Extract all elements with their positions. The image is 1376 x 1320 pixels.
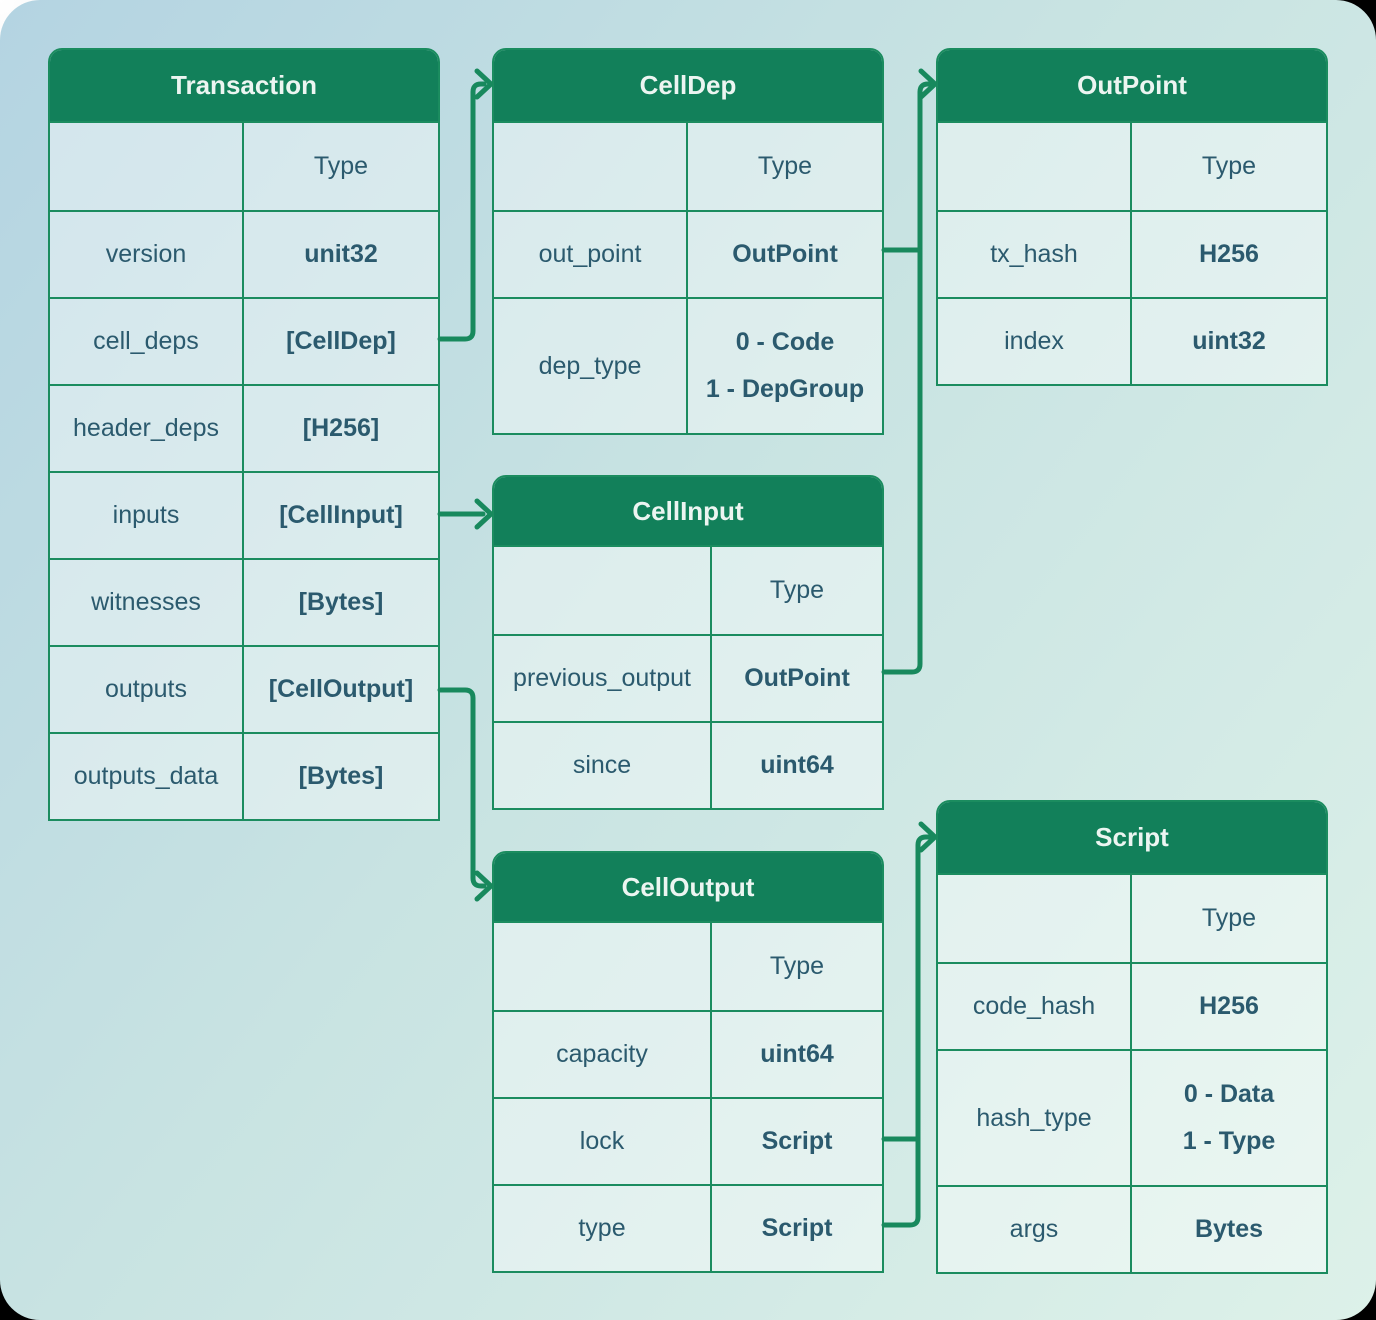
cell-field: out_point — [494, 212, 688, 297]
connector-script — [881, 821, 938, 1228]
table-row: version unit32 — [50, 210, 438, 297]
table-celldep: CellDep Type out_point OutPoint dep_type… — [492, 48, 884, 435]
cell-field: args — [938, 1187, 1132, 1272]
connector-outputs-to-celloutput — [437, 687, 494, 902]
cell-field — [938, 123, 1132, 210]
cell-type-header: Type — [1201, 152, 1257, 180]
cell-type: OutPoint — [744, 664, 850, 692]
table-title-script: Script — [938, 802, 1326, 875]
table-row: code_hash H256 — [938, 962, 1326, 1049]
table-title-celldep: CellDep — [494, 50, 882, 123]
table-row: Type — [494, 547, 882, 634]
table-row: lock Script — [494, 1097, 882, 1184]
cell-type: [CellInput] — [279, 501, 403, 529]
cell-field: dep_type — [494, 299, 688, 433]
cell-type: [H256] — [302, 414, 380, 442]
table-row: type Script — [494, 1184, 882, 1271]
cell-type-header: Type — [757, 152, 813, 180]
cell-type: unit32 — [304, 240, 378, 268]
cell-type-header: Type — [313, 152, 369, 180]
cell-field: hash_type — [938, 1051, 1132, 1185]
table-row: inputs [CellInput] — [50, 471, 438, 558]
table-script: Script Type code_hash H256 hash_type 0 -… — [936, 800, 1328, 1274]
cell-type-header: Type — [1201, 904, 1257, 932]
cell-field: outputs — [50, 647, 244, 732]
arrowhead-celldep-icon — [474, 68, 494, 100]
table-cellinput: CellInput Type previous_output OutPoint … — [492, 475, 884, 810]
table-row: outputs [CellOutput] — [50, 645, 438, 732]
table-row: hash_type 0 - Data 1 - Type — [938, 1049, 1326, 1185]
table-row: Type — [494, 123, 882, 210]
table-row: Type — [938, 875, 1326, 962]
cell-field: previous_output — [494, 636, 712, 721]
table-row: cell_deps [CellDep] — [50, 297, 438, 384]
cell-field: header_deps — [50, 386, 244, 471]
cell-type: [CellOutput] — [268, 675, 414, 703]
table-row: previous_output OutPoint — [494, 634, 882, 721]
cell-type-header: Type — [769, 952, 825, 980]
cell-field: code_hash — [938, 964, 1132, 1049]
cell-field — [50, 123, 244, 210]
cell-field: inputs — [50, 473, 244, 558]
cell-type: 0 - Data 1 - Type — [1182, 1080, 1276, 1155]
cell-field: lock — [494, 1099, 712, 1184]
cell-field: outputs_data — [50, 734, 244, 819]
cell-type-header: Type — [769, 576, 825, 604]
table-title-transaction: Transaction — [50, 50, 438, 123]
cell-field: tx_hash — [938, 212, 1132, 297]
table-row: Type — [494, 923, 882, 1010]
table-row: tx_hash H256 — [938, 210, 1326, 297]
table-row: witnesses [Bytes] — [50, 558, 438, 645]
table-row: capacity uint64 — [494, 1010, 882, 1097]
cell-field: index — [938, 299, 1132, 384]
table-title-celloutput: CellOutput — [494, 853, 882, 923]
table-row: Type — [938, 123, 1326, 210]
cell-type: OutPoint — [732, 240, 838, 268]
cell-type: Script — [761, 1127, 833, 1155]
table-title-cellinput: CellInput — [494, 477, 882, 547]
cell-field: witnesses — [50, 560, 244, 645]
arrowhead-script-icon — [918, 821, 938, 853]
arrowhead-celloutput-icon — [474, 870, 494, 902]
table-row: out_point OutPoint — [494, 210, 882, 297]
cell-field: capacity — [494, 1012, 712, 1097]
table-row: outputs_data [Bytes] — [50, 732, 438, 819]
cell-type: uint64 — [760, 751, 834, 779]
cell-type: uint64 — [760, 1040, 834, 1068]
arrowhead-outpoint-icon — [918, 68, 938, 100]
connector-outpoint — [881, 68, 938, 675]
table-row: dep_type 0 - Code 1 - DepGroup — [494, 297, 882, 433]
cell-type: [Bytes] — [298, 588, 384, 616]
cell-type: H256 — [1199, 992, 1259, 1020]
cell-type: [Bytes] — [298, 762, 384, 790]
cell-field — [938, 875, 1132, 962]
cell-field: type — [494, 1186, 712, 1271]
cell-type: Script — [761, 1214, 833, 1242]
table-title-outpoint: OutPoint — [938, 50, 1326, 123]
cell-type: uint32 — [1192, 327, 1266, 355]
cell-field: version — [50, 212, 244, 297]
cell-type: Bytes — [1194, 1215, 1264, 1243]
table-outpoint: OutPoint Type tx_hash H256 index uint32 — [936, 48, 1328, 386]
cell-type: H256 — [1199, 240, 1259, 268]
cell-field: cell_deps — [50, 299, 244, 384]
cell-field — [494, 923, 712, 1010]
connector-inputs-to-cellinput — [437, 498, 494, 530]
cell-type: [CellDep] — [286, 327, 396, 355]
table-celloutput: CellOutput Type capacity uint64 lock Scr… — [492, 851, 884, 1273]
table-row: index uint32 — [938, 297, 1326, 384]
table-transaction: Transaction Type version unit32 cell_dep… — [48, 48, 440, 821]
connector-cell-deps-to-celldep — [437, 68, 494, 342]
cell-field: since — [494, 723, 712, 808]
table-row: Type — [50, 123, 438, 210]
table-row: since uint64 — [494, 721, 882, 808]
cell-field — [494, 547, 712, 634]
table-row: header_deps [H256] — [50, 384, 438, 471]
cell-type: 0 - Code 1 - DepGroup — [705, 328, 865, 403]
table-row: args Bytes — [938, 1185, 1326, 1272]
arrowhead-cellinput-icon — [474, 498, 494, 530]
cell-field — [494, 123, 688, 210]
